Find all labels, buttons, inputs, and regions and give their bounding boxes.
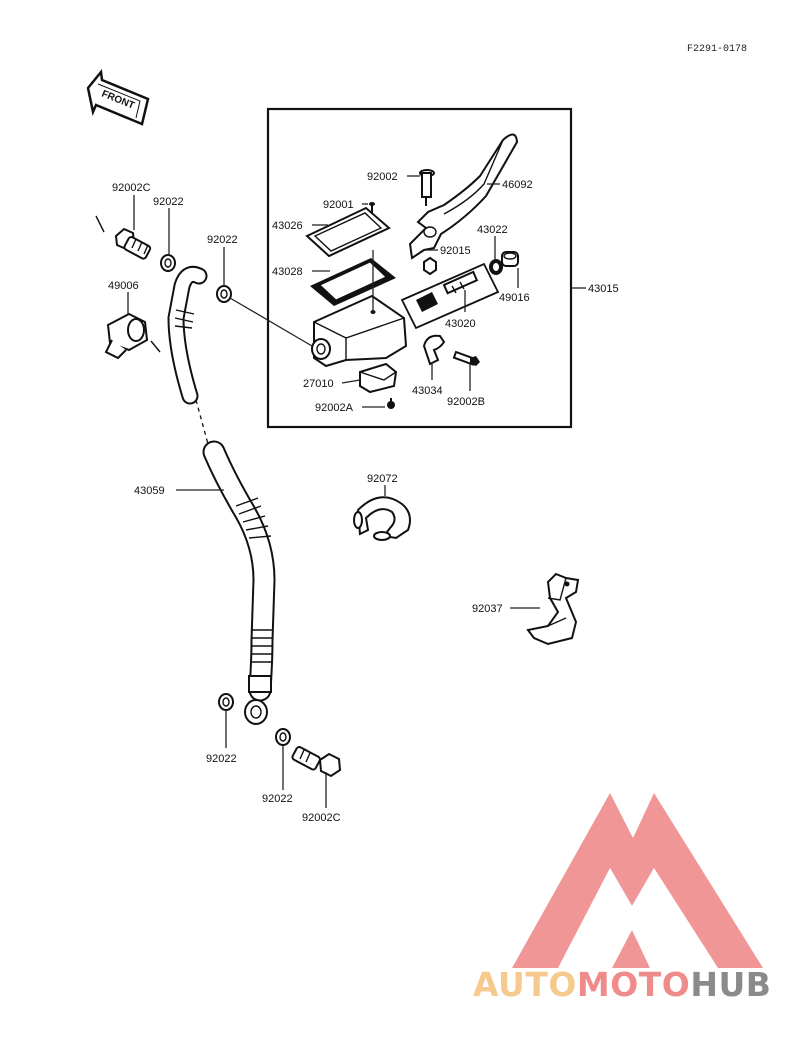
rubber-cap xyxy=(104,312,149,360)
part-label-49016: 49016 xyxy=(499,292,530,304)
part-label-92002c-top: 92002C xyxy=(112,182,151,194)
part-label-43020: 43020 xyxy=(445,318,476,330)
part-label-43034: 43034 xyxy=(412,385,443,397)
part-label-92002c-bottom: 92002C xyxy=(302,812,341,824)
part-label-43015: 43015 xyxy=(588,283,619,295)
reservoir-cap xyxy=(305,206,391,258)
part-label-46092: 46092 xyxy=(502,179,533,191)
master-cylinder-assembly-box xyxy=(266,107,573,429)
hose-guide-bracket xyxy=(526,572,580,646)
washer-bottom-a xyxy=(218,693,234,711)
pivot-bolt xyxy=(419,169,435,206)
handlebar-clamp xyxy=(422,334,446,366)
part-label-92022-a: 92022 xyxy=(153,196,184,208)
watermark-logo xyxy=(512,793,763,968)
part-label-92022-b: 92022 xyxy=(207,234,238,246)
part-label-92002: 92002 xyxy=(367,171,398,183)
washer-top-a xyxy=(160,254,176,272)
part-label-92037: 92037 xyxy=(472,603,503,615)
diagram-code: F2291-0178 xyxy=(687,44,747,55)
piston-kit xyxy=(400,262,500,330)
part-label-92072: 92072 xyxy=(367,473,398,485)
boot xyxy=(501,251,519,267)
front-arrow-icon: FRONT xyxy=(86,68,150,126)
washer-bottom-b xyxy=(275,728,291,746)
part-label-43026: 43026 xyxy=(272,220,303,232)
watermark-text: AUTOMOTOHUB xyxy=(473,965,771,1004)
part-label-43028: 43028 xyxy=(272,266,303,278)
part-label-49006: 49006 xyxy=(108,280,139,292)
washer-top-b xyxy=(216,285,232,303)
screw-92002a xyxy=(387,398,395,409)
part-label-92022-d: 92022 xyxy=(262,793,293,805)
part-labels: 92002C 92022 92022 49006 43059 92022 920… xyxy=(108,171,619,824)
leader-lines xyxy=(127,175,586,808)
dust-seal xyxy=(489,259,503,275)
clamp-bolt xyxy=(452,350,480,366)
diaphragm xyxy=(310,258,396,306)
brake-light-switch xyxy=(359,362,398,394)
brake-lever xyxy=(408,133,519,260)
part-label-92002a: 92002A xyxy=(315,402,354,414)
banjo-bolt-top xyxy=(114,227,152,260)
screw-92001 xyxy=(369,202,375,214)
banjo-bolt-bottom xyxy=(291,746,342,778)
brake-hose xyxy=(167,265,276,725)
master-cylinder-body xyxy=(311,294,408,368)
part-label-43022: 43022 xyxy=(477,224,508,236)
part-label-92002b: 92002B xyxy=(447,396,485,408)
part-label-92022-c: 92022 xyxy=(206,753,237,765)
part-label-27010: 27010 xyxy=(303,378,334,390)
part-label-43059: 43059 xyxy=(134,485,165,497)
locknut xyxy=(423,256,437,276)
hose-clamp xyxy=(353,496,411,541)
part-label-92001: 92001 xyxy=(323,199,354,211)
part-label-92015: 92015 xyxy=(440,245,471,257)
